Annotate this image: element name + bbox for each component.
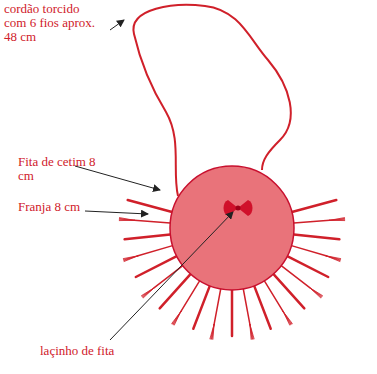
- leader-line: [75, 20, 233, 340]
- twisted-cord: [133, 5, 290, 196]
- ribbon-bow: [224, 200, 253, 216]
- callout-label: laçinho de fita: [40, 344, 200, 358]
- callout-label: cordão torcido com 6 fios aprox. 48 cm: [4, 2, 104, 44]
- circle-body: [170, 166, 294, 290]
- callout-label: Fita de cetim 8 cm: [18, 155, 103, 183]
- callout-label: Franja 8 cm: [18, 200, 88, 214]
